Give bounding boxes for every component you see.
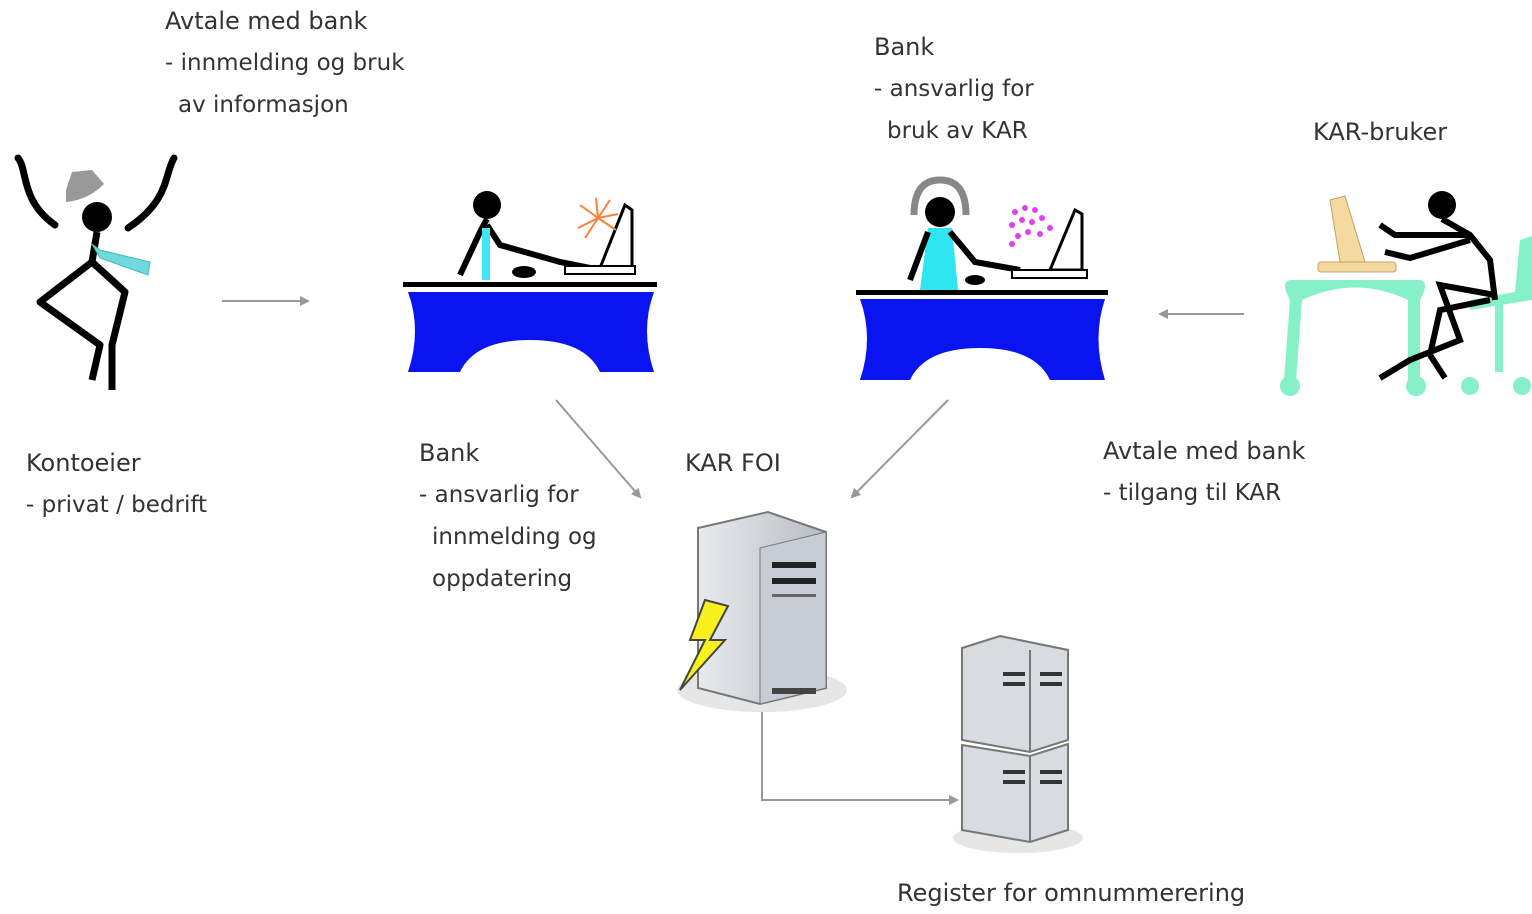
account-owner-figure xyxy=(14,154,178,390)
bank-right-line1: - ansvarlig for xyxy=(874,76,1034,102)
chair-icon xyxy=(1470,236,1532,310)
agreement-top-line2: av informasjon xyxy=(178,92,349,118)
tie-icon xyxy=(91,243,151,276)
bank-left-line1: - ansvarlig for xyxy=(419,482,579,508)
arrow-karfoi-to-register xyxy=(761,710,959,805)
account-owner-title: Kontoeier xyxy=(26,449,141,477)
sparks-icon xyxy=(577,197,619,239)
hat-icon xyxy=(66,170,104,202)
kar-user-title: KAR-bruker xyxy=(1313,118,1448,146)
bank-right-line2: bruk av KAR xyxy=(887,118,1028,144)
bank-desk-right xyxy=(856,176,1108,380)
tie-icon xyxy=(482,228,490,280)
desk-icon xyxy=(860,299,1105,380)
lightning-icon xyxy=(679,598,730,691)
bank-desk-left xyxy=(403,191,657,372)
arrow-bank2-to-karfoi xyxy=(850,399,949,499)
kar-foi-title: KAR FOI xyxy=(685,449,781,477)
bank-right-title: Bank xyxy=(874,33,935,61)
agreement-access-title: Avtale med bank xyxy=(1103,437,1306,465)
agreement-top-title: Avtale med bank xyxy=(165,7,368,35)
label-account-owner: Kontoeier - privat / bedrift xyxy=(26,442,207,526)
register-servers xyxy=(953,634,1083,853)
bank-left-line3: oppdatering xyxy=(432,566,573,592)
kar-foi-server xyxy=(677,510,847,712)
account-owner-line1: - privat / bedrift xyxy=(26,492,208,518)
label-kar-foi: KAR FOI xyxy=(685,442,781,484)
shirt-icon xyxy=(920,228,958,290)
agreement-access-line1: - tilgang til KAR xyxy=(1103,480,1282,506)
bank-left-title: Bank xyxy=(419,439,480,467)
monitor-icon xyxy=(1329,195,1366,263)
agreement-top-line1: - innmelding og bruk xyxy=(165,50,405,76)
desk-icon xyxy=(408,292,654,372)
label-bank-left: Bank - ansvarlig for innmelding og oppda… xyxy=(419,432,597,600)
desk-icon xyxy=(1284,280,1425,380)
label-register: Register for omnummerering xyxy=(897,872,1245,914)
headset-icon xyxy=(910,176,970,216)
pink-dots-icon xyxy=(1009,205,1053,247)
label-agreement-top: Avtale med bank - innmelding og bruk av … xyxy=(165,0,405,126)
label-bank-right: Bank - ansvarlig for bruk av KAR xyxy=(874,26,1034,152)
monitor-icon xyxy=(1047,207,1084,272)
bank-left-line2: innmelding og xyxy=(432,524,597,550)
arrow-bank1-to-karfoi xyxy=(555,399,642,499)
label-agreement-access: Avtale med bank - tilgang til KAR xyxy=(1103,430,1305,514)
register-title: Register for omnummerering xyxy=(897,879,1246,907)
kar-user-figure xyxy=(1280,191,1532,396)
label-kar-user: KAR-bruker xyxy=(1313,111,1447,153)
